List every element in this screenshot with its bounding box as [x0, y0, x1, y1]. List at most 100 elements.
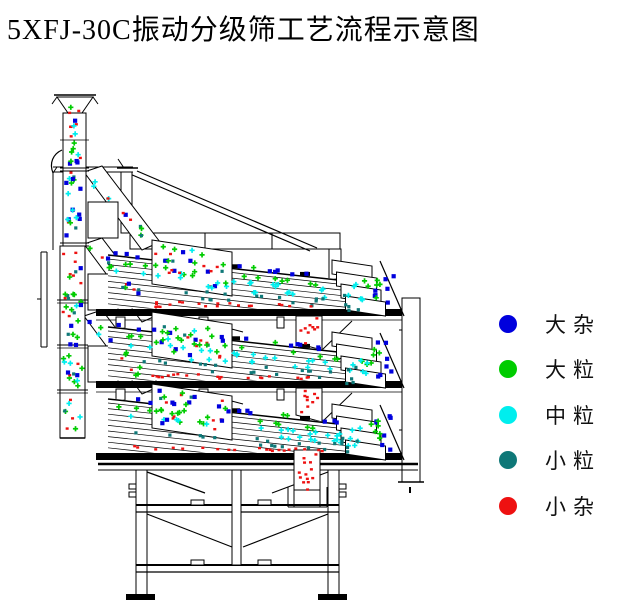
particle-big-grain	[204, 342, 210, 348]
particle-big-impurity	[64, 233, 69, 238]
particle-small-grain	[121, 285, 125, 290]
particle-small-impurity	[125, 283, 129, 286]
particle-big-grain	[361, 278, 368, 284]
particle-big-grain	[375, 418, 381, 424]
particle-big-grain	[68, 180, 75, 186]
particle-small-impurity	[129, 218, 133, 221]
drawing-segment	[128, 483, 137, 490]
particle-medium-grain	[364, 360, 370, 366]
particle-small-impurity	[78, 156, 82, 160]
particle-small-impurity	[157, 305, 161, 308]
particle-big-impurity	[116, 322, 121, 328]
particle-medium-grain	[206, 356, 212, 363]
particle-small-impurity	[303, 327, 307, 330]
particle-big-impurity	[75, 373, 80, 378]
particle-small-impurity	[186, 336, 190, 339]
particle-big-impurity	[152, 327, 157, 332]
particle-small-impurity	[69, 125, 73, 129]
particle-small-grain	[342, 293, 347, 298]
particle-small-impurity	[106, 197, 110, 200]
particle-small-impurity	[132, 288, 136, 291]
particle-medium-grain	[258, 425, 264, 431]
particle-small-impurity	[178, 300, 182, 304]
particle-small-impurity	[166, 374, 170, 377]
drawing-segment	[115, 388, 126, 401]
particle-small-grain	[162, 325, 166, 329]
drawing-segment	[146, 471, 206, 494]
particle-medium-grain	[113, 268, 119, 274]
particle-big-impurity	[267, 269, 272, 274]
particle-small-impurity	[100, 256, 104, 259]
particle-small-impurity	[228, 302, 232, 305]
particle-small-impurity	[304, 473, 308, 476]
particle-small-impurity	[316, 326, 320, 329]
particle-medium-grain	[189, 247, 195, 253]
particle-small-impurity	[302, 481, 306, 484]
particle-medium-grain	[73, 303, 80, 309]
particle-big-impurity	[192, 394, 197, 400]
particle-small-impurity	[303, 389, 307, 393]
particle-big-grain	[72, 426, 79, 432]
particle-small-impurity	[287, 448, 291, 451]
particle-big-grain	[239, 344, 245, 351]
particle-big-grain	[70, 146, 76, 152]
particle-small-impurity	[270, 449, 274, 453]
particle-big-grain	[241, 273, 247, 279]
particle-small-impurity	[73, 260, 77, 263]
particle-big-grain	[377, 431, 383, 437]
particle-medium-grain	[312, 429, 319, 435]
particle-big-impurity	[334, 420, 339, 425]
particle-medium-grain	[61, 359, 67, 365]
particle-small-impurity	[185, 374, 189, 377]
particle-small-impurity	[69, 398, 73, 402]
particle-small-grain	[183, 333, 187, 337]
particle-big-impurity	[237, 264, 242, 269]
particle-small-impurity	[305, 376, 309, 379]
drawing-segment	[190, 499, 205, 506]
particle-big-grain	[304, 424, 311, 430]
particle-big-impurity	[244, 336, 249, 341]
particle-small-impurity	[204, 305, 208, 308]
particle-small-impurity	[164, 401, 168, 404]
particle-big-grain	[183, 401, 189, 408]
particle-small-grain	[266, 439, 270, 443]
particle-small-impurity	[288, 304, 292, 308]
particle-big-grain	[123, 350, 129, 356]
drawing-segment	[108, 297, 347, 309]
particle-medium-grain	[173, 417, 180, 423]
particle-small-impurity	[309, 305, 313, 308]
big-grain-dot-icon	[499, 360, 517, 379]
particle-small-impurity	[277, 448, 281, 452]
particle-big-impurity	[136, 397, 141, 402]
particle-big-impurity	[373, 288, 378, 293]
particle-small-impurity	[211, 419, 215, 422]
particle-small-grain	[171, 259, 175, 263]
drawing-segment	[151, 311, 233, 369]
drawing-segment	[52, 166, 58, 174]
drawing-segment	[108, 441, 347, 453]
particle-small-impurity	[215, 265, 219, 269]
particle-big-impurity	[74, 158, 79, 164]
particle-big-impurity	[172, 401, 177, 407]
particle-big-impurity	[378, 372, 383, 378]
particle-small-impurity	[218, 356, 222, 359]
particle-medium-grain	[215, 280, 221, 286]
particle-big-grain	[126, 334, 132, 340]
particle-small-impurity	[313, 328, 317, 331]
particle-small-impurity	[155, 301, 159, 304]
small-grain-dot-icon	[499, 451, 517, 470]
particle-big-grain	[197, 419, 203, 425]
particle-small-impurity	[61, 310, 65, 314]
particle-big-impurity	[172, 268, 177, 273]
particle-big-grain	[251, 264, 257, 271]
particle-small-grain	[273, 444, 277, 448]
particle-big-grain	[165, 258, 171, 264]
drawing-segment	[108, 364, 347, 381]
particle-small-grain	[322, 447, 327, 452]
drawing-segment	[51, 96, 58, 105]
particle-small-impurity	[181, 301, 185, 304]
particle-big-impurity	[73, 118, 78, 123]
particle-small-grain	[328, 370, 333, 374]
particle-big-impurity	[78, 266, 83, 271]
particle-medium-grain	[290, 428, 296, 434]
